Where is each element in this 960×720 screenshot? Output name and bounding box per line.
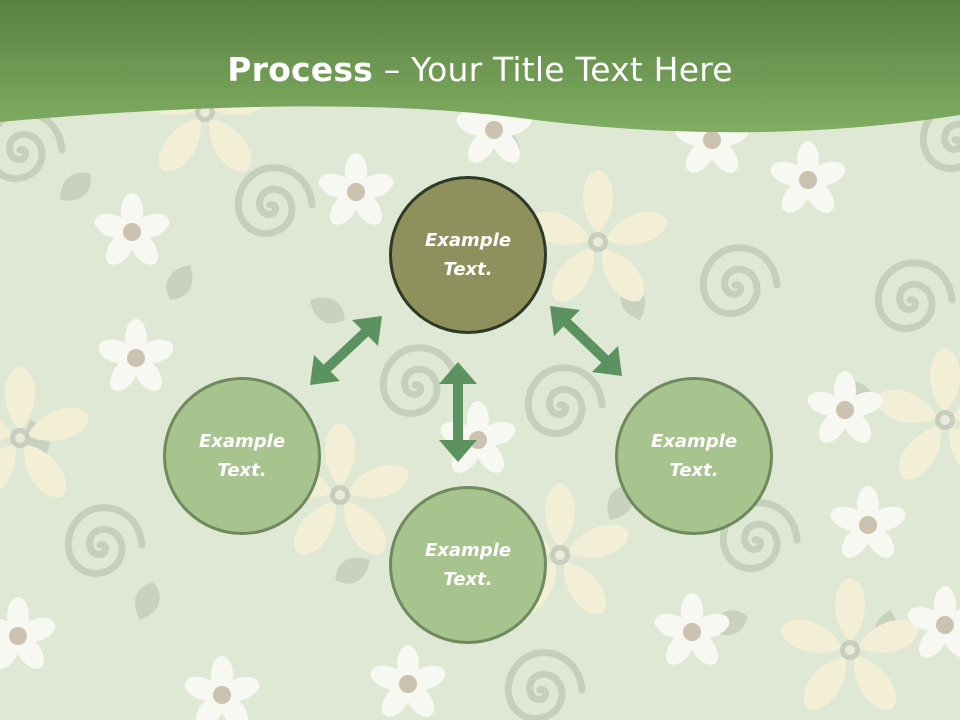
process-node-top[interactable]: Example Text. (389, 176, 547, 334)
node-label: Example Text. (650, 431, 738, 481)
title-bold: Process (227, 50, 374, 89)
title-rest: – Your Title Text Here (373, 50, 733, 89)
node-label: Example Text. (198, 431, 286, 481)
node-label: Example Text. (424, 540, 512, 590)
process-node-right[interactable]: Example Text. (615, 377, 773, 535)
node-label: Example Text. (424, 230, 512, 280)
page-title: Process – Your Title Text Here (0, 50, 960, 89)
process-node-bottom[interactable]: Example Text. (389, 486, 547, 644)
process-node-left[interactable]: Example Text. (163, 377, 321, 535)
